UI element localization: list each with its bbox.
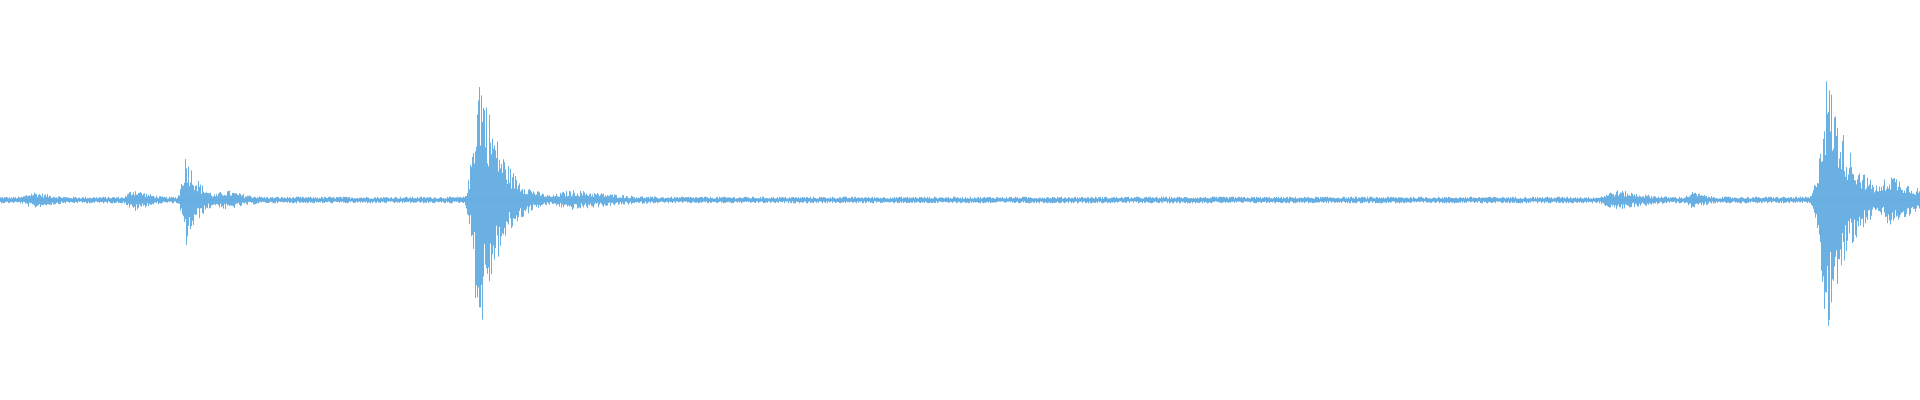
waveform-samples: [0, 81, 1920, 326]
